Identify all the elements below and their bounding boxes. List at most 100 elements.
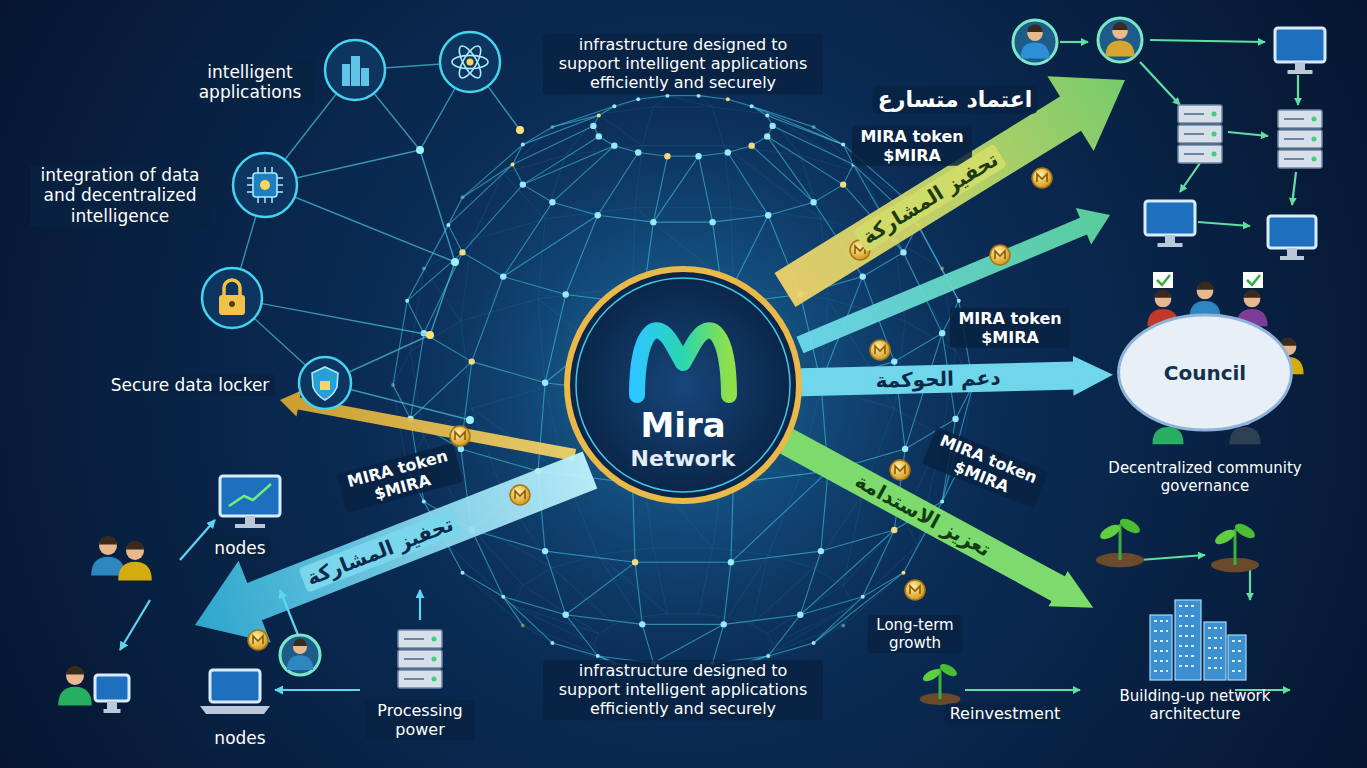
diagram-label: MIRA token $MIRA — [852, 126, 972, 166]
sign — [1243, 272, 1263, 288]
globe-line — [635, 207, 731, 208]
globe-line — [463, 165, 513, 198]
globe-line — [593, 634, 598, 645]
person-body — [1152, 427, 1183, 444]
globe-line — [472, 277, 504, 362]
icon-ring — [202, 268, 262, 328]
lock-symbol — [219, 280, 245, 315]
globe-node — [726, 97, 730, 101]
window-row — [1154, 640, 1168, 642]
diagram-label: Long-term growth — [868, 615, 963, 653]
person-body — [1020, 42, 1049, 58]
globe-line — [752, 106, 844, 144]
globe-node — [521, 623, 525, 627]
coin — [905, 580, 925, 600]
person-hair — [1027, 24, 1042, 32]
coin-mark — [875, 346, 885, 354]
globe-line — [538, 299, 545, 387]
globe-line — [814, 625, 844, 643]
server-unit — [1278, 150, 1322, 168]
server-unit — [1278, 110, 1322, 128]
globe-line — [667, 96, 712, 107]
globe-line — [642, 624, 723, 625]
globe-node — [709, 219, 715, 225]
globe-line — [461, 321, 472, 408]
flow-arrow — [1060, 41, 1088, 43]
globe-node — [940, 500, 944, 504]
globe-line — [767, 605, 853, 654]
diagram-label: nodes — [209, 727, 270, 749]
globe-line — [503, 277, 565, 295]
globe-node — [818, 548, 824, 554]
globe-line — [463, 145, 523, 198]
globe-line — [724, 562, 731, 624]
person-hair — [126, 541, 144, 550]
globe-line — [699, 614, 728, 618]
globe-line — [523, 625, 599, 654]
globe-line — [768, 643, 813, 656]
diagram-label: Processing power — [365, 700, 475, 740]
globe-line — [635, 562, 642, 624]
globe-line — [768, 615, 800, 656]
flow-arrow — [275, 689, 360, 691]
coin-mark — [515, 491, 525, 499]
flow-arrow — [1297, 75, 1299, 105]
globe-line — [448, 197, 462, 225]
globe-node — [446, 223, 450, 227]
table — [1119, 315, 1292, 430]
globe-line — [863, 530, 895, 597]
globe-line — [653, 106, 712, 107]
chip-pin — [257, 167, 259, 173]
globe-line — [800, 530, 894, 615]
coin — [510, 485, 530, 505]
globe-node — [391, 383, 395, 387]
globe-line — [642, 624, 653, 663]
monitor-screen — [95, 675, 129, 701]
server-light — [432, 657, 437, 662]
globe-line — [752, 568, 814, 625]
chip-pin — [247, 184, 253, 186]
globe-node — [550, 641, 554, 645]
globe-line — [713, 107, 724, 146]
laptop-screen — [210, 670, 260, 702]
coin — [890, 460, 910, 480]
person-icon — [118, 541, 152, 581]
leaf — [1118, 516, 1143, 536]
globe-line — [768, 475, 800, 554]
globe-line — [410, 321, 460, 351]
globe-line — [552, 202, 597, 215]
building — [351, 56, 360, 86]
globe-line — [461, 299, 538, 321]
globe-line — [768, 202, 813, 215]
globe-line — [513, 605, 599, 633]
orbit — [452, 55, 488, 68]
globe-node — [596, 133, 602, 139]
globe-node — [590, 123, 596, 129]
globe-line — [545, 551, 635, 562]
window-row — [1179, 625, 1197, 627]
diagram-label: intelligent applications — [185, 61, 315, 104]
server-slot — [1284, 158, 1304, 160]
diagram-label: nodes — [209, 537, 270, 559]
flow-arrow — [1228, 132, 1268, 136]
globe-line — [814, 493, 863, 567]
globe-node — [405, 299, 409, 303]
globe-line — [598, 215, 654, 222]
globe-node — [765, 212, 771, 218]
globe-line — [599, 106, 615, 115]
globe-node — [957, 299, 961, 303]
globe-line — [728, 99, 752, 106]
monitor-base — [235, 524, 265, 528]
building — [1175, 600, 1201, 680]
building — [361, 68, 369, 86]
globe-line — [463, 573, 523, 626]
globe-line — [407, 301, 424, 333]
window-row — [1232, 670, 1242, 672]
orbit — [455, 43, 484, 81]
globe-line — [752, 146, 814, 203]
globe-line — [523, 127, 553, 145]
server-slot — [1184, 153, 1204, 155]
server-unit — [398, 630, 442, 648]
globe-line — [821, 530, 894, 551]
globe-line — [424, 252, 463, 333]
